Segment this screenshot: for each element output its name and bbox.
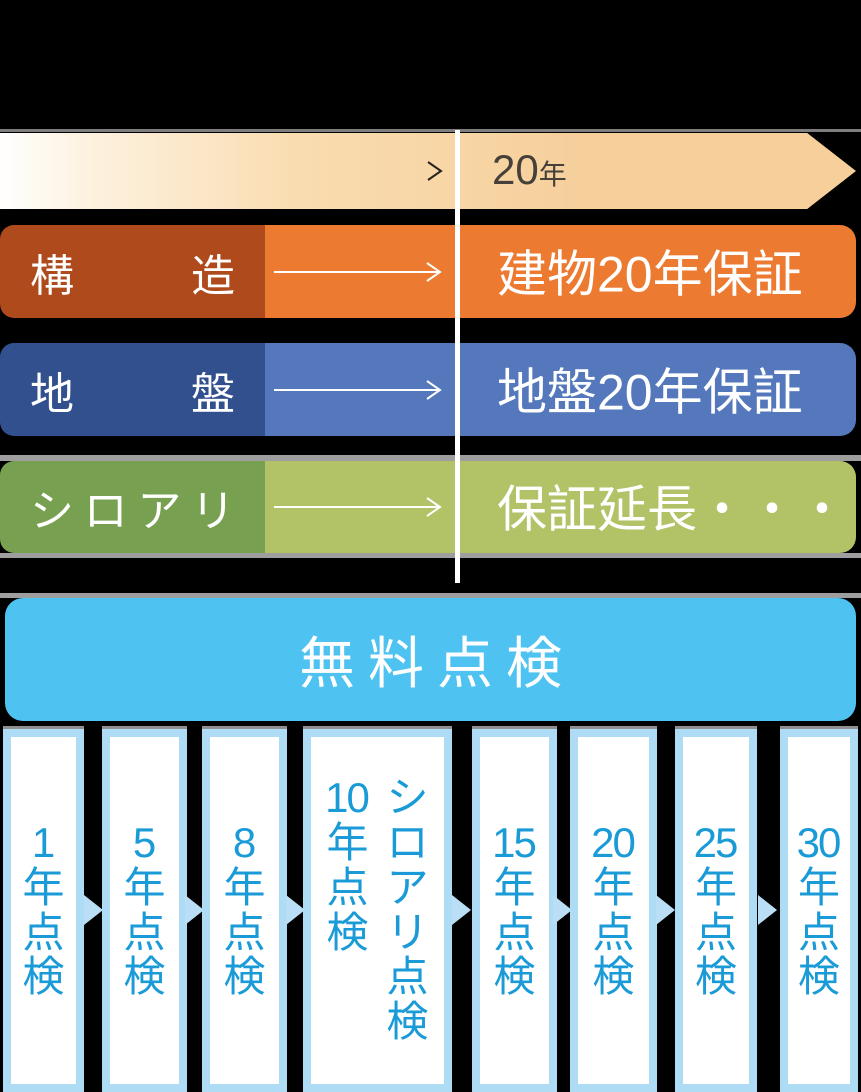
duration-unit: 年 <box>538 159 567 191</box>
arrow-right-icon <box>274 379 442 400</box>
warranty-result-label: 保証延長・・・ <box>497 481 847 538</box>
category-label-box: 構造 <box>0 225 265 318</box>
divider-band <box>0 593 861 598</box>
divider-band <box>0 455 861 461</box>
warranty-result-box: 地盤20年保証 <box>265 343 856 436</box>
next-arrow-icon <box>656 895 675 925</box>
next-arrow-icon <box>553 895 572 925</box>
warranty-row-structure: 構造 建物20年保証 <box>0 225 856 318</box>
timeline-divider-line <box>455 130 460 583</box>
next-arrow-icon <box>452 895 471 925</box>
warranty-result-box: 建物20年保証 <box>265 225 856 318</box>
next-arrow-icon <box>185 895 204 925</box>
warranty-result-label: 建物20年保証 <box>497 246 803 303</box>
timeline-duration-bar: 20年 <box>0 133 856 209</box>
duration-value: 20 <box>492 146 539 194</box>
category-label: 構造 <box>30 251 235 301</box>
warranty-result-box: 保証延長・・・ <box>265 461 856 553</box>
timeline-top-rule <box>0 129 861 132</box>
arrow-right-icon <box>274 261 442 282</box>
arrow-right-icon <box>261 161 443 181</box>
divider-band <box>0 553 861 558</box>
category-label: 地盤 <box>30 369 235 419</box>
inspection-card-label: シロアリ点検 <box>386 773 429 1046</box>
category-label: シロアリ <box>30 487 235 536</box>
next-arrow-icon <box>84 895 103 925</box>
category-label-box: シロアリ <box>0 461 265 553</box>
next-arrow-icon <box>286 895 305 925</box>
category-label-box: 地盤 <box>0 343 265 436</box>
arrow-right-icon <box>274 497 442 517</box>
next-arrow-icon <box>758 895 777 925</box>
warranty-result-label: 地盤20年保証 <box>497 364 803 421</box>
warranty-row-ground: 地盤 地盤20年保証 <box>0 343 856 436</box>
free-inspection-banner: 無料点検 <box>5 598 856 721</box>
duration-label: 20年 <box>492 146 567 194</box>
warranty-row-termite: シロアリ 保証延長・・・ <box>0 461 856 553</box>
